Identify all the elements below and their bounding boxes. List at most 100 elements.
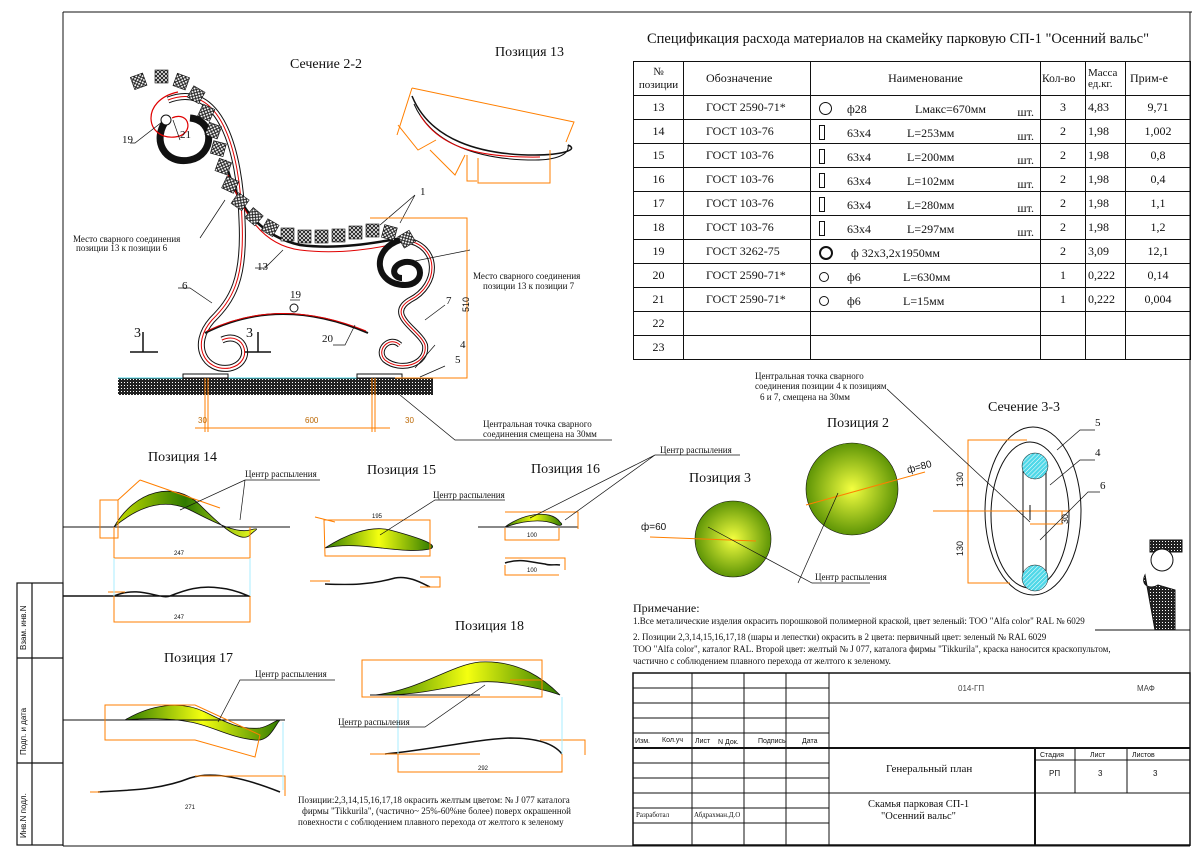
cell-note xyxy=(1125,311,1191,336)
weld-note-13-7-line2: позиции 13 к позиции 7 xyxy=(483,281,575,291)
cell-designation xyxy=(683,311,811,336)
cell-pos: 19 xyxy=(633,239,684,264)
cell-designation: ГОСТ 103-76 xyxy=(683,143,811,168)
col-izm: Изм. xyxy=(635,738,650,745)
col-date: Дата xyxy=(802,738,818,745)
dim-100: 100 xyxy=(527,533,538,539)
mascot-illustration xyxy=(1143,539,1183,631)
spec-header-row: № позиции Обозначение Наименование Кол-в… xyxy=(633,61,1191,96)
author-name: Абдрахман.Д.О xyxy=(694,811,741,819)
position-18-title: Позиция 18 xyxy=(455,619,525,634)
spray-center-label: Центр распыления xyxy=(255,669,327,679)
cell-qty: 1 xyxy=(1040,263,1086,288)
stage-value: РП xyxy=(1049,769,1061,778)
cell-note: 9,71 xyxy=(1125,95,1191,120)
cell-mass xyxy=(1085,335,1126,360)
cell-mass: 3,09 xyxy=(1085,239,1126,264)
sheets-value: 3 xyxy=(1153,769,1158,778)
round-bar-icon xyxy=(819,269,829,284)
cell-qty xyxy=(1040,311,1086,336)
position-14-drawing xyxy=(63,479,290,623)
callout-19: 19 xyxy=(122,134,133,146)
cell-mass: 1,98 xyxy=(1085,143,1126,168)
cell-length: L=297мм xyxy=(907,221,955,236)
callout-5: 5 xyxy=(1095,417,1101,429)
callout-4: 4 xyxy=(460,339,466,351)
spec-table: № позиции Обозначение Наименование Кол-в… xyxy=(633,61,1191,360)
dim-30: 30 xyxy=(405,416,414,425)
cell-designation: ГОСТ 103-76 xyxy=(683,215,811,240)
side-stamp-label: Инв.N подл. xyxy=(19,793,28,838)
sheet-label: Лист xyxy=(1090,752,1106,759)
cell-pos: 13 xyxy=(633,95,684,120)
cell-size: ф6 xyxy=(847,293,861,308)
weld-note-13-6-line2: позиции 13 к позиции 6 xyxy=(76,243,168,253)
cell-designation: ГОСТ 103-76 xyxy=(683,167,811,192)
position-15-drawing xyxy=(310,516,441,588)
cell-pos: 15 xyxy=(633,143,684,168)
cell-size: 63x4 xyxy=(847,197,871,212)
cell-designation: ГОСТ 2590-71* xyxy=(683,263,811,288)
cell-mass: 1,98 xyxy=(1085,191,1126,216)
round-bar-icon xyxy=(819,293,829,308)
sheets-label: Листов xyxy=(1132,752,1155,759)
dim-diameter-60: ф=60 xyxy=(641,522,667,533)
cell-qty: 2 xyxy=(1040,167,1086,192)
side-stamp-label: Взам. инв.N xyxy=(19,605,28,650)
cell-length: L=630мм xyxy=(903,269,951,284)
callout-4: 4 xyxy=(1095,447,1101,459)
position-3-title: Позиция 3 xyxy=(689,471,752,486)
side-stamp-label: Подп. и дата xyxy=(19,707,28,755)
cell-designation: ГОСТ 103-76 xyxy=(683,119,811,144)
stage-label: Стадия xyxy=(1040,752,1064,759)
weld-note-13-7-line1: Место сварного соединения xyxy=(473,271,581,281)
callout-6: 6 xyxy=(1100,480,1106,492)
section-marker-3: 3 xyxy=(134,326,141,341)
cell-note xyxy=(1125,335,1191,360)
round-bar-icon xyxy=(819,101,832,116)
cell-unit: шт. xyxy=(1017,176,1034,191)
header-note: Прим-е xyxy=(1125,61,1191,96)
cell-length: L=253мм xyxy=(907,125,955,140)
position-17-drawing xyxy=(63,704,286,796)
position-15-title: Позиция 15 xyxy=(367,463,437,478)
cell-mass xyxy=(1085,311,1126,336)
cell-designation: ГОСТ 2590-71* xyxy=(683,95,811,120)
cell-length: L=15мм xyxy=(903,293,945,308)
sheet-value: 3 xyxy=(1098,769,1103,778)
cell-name: ф6 L=15мм xyxy=(810,287,1041,312)
pipe-icon xyxy=(819,245,833,260)
col-ndoc: N Док. xyxy=(718,739,739,746)
cell-name xyxy=(810,335,1041,360)
cell-qty: 2 xyxy=(1040,191,1086,216)
paint-note-line: фирмы "Tikkurila", (частично~ 25%-60%не … xyxy=(302,806,571,816)
spray-center-label: Центр распыления xyxy=(338,717,410,727)
cell-qty xyxy=(1040,335,1086,360)
cell-qty: 2 xyxy=(1040,215,1086,240)
spec-row: 22 xyxy=(633,311,1191,336)
position-16-title: Позиция 16 xyxy=(531,462,601,477)
cell-note: 0,4 xyxy=(1125,167,1191,192)
cell-pos: 18 xyxy=(633,215,684,240)
flat-bar-icon xyxy=(819,197,825,213)
flat-bar-icon xyxy=(819,221,825,237)
side-stamp xyxy=(16,582,64,846)
dim-130: 130 xyxy=(955,471,965,487)
dim-510: 510 xyxy=(461,296,471,312)
cell-qty: 2 xyxy=(1040,143,1086,168)
cell-size: 63x4 xyxy=(847,221,871,236)
cell-size: ф28 xyxy=(847,101,867,116)
dim-195: 195 xyxy=(372,514,383,520)
cell-length: L=102мм xyxy=(907,173,955,188)
